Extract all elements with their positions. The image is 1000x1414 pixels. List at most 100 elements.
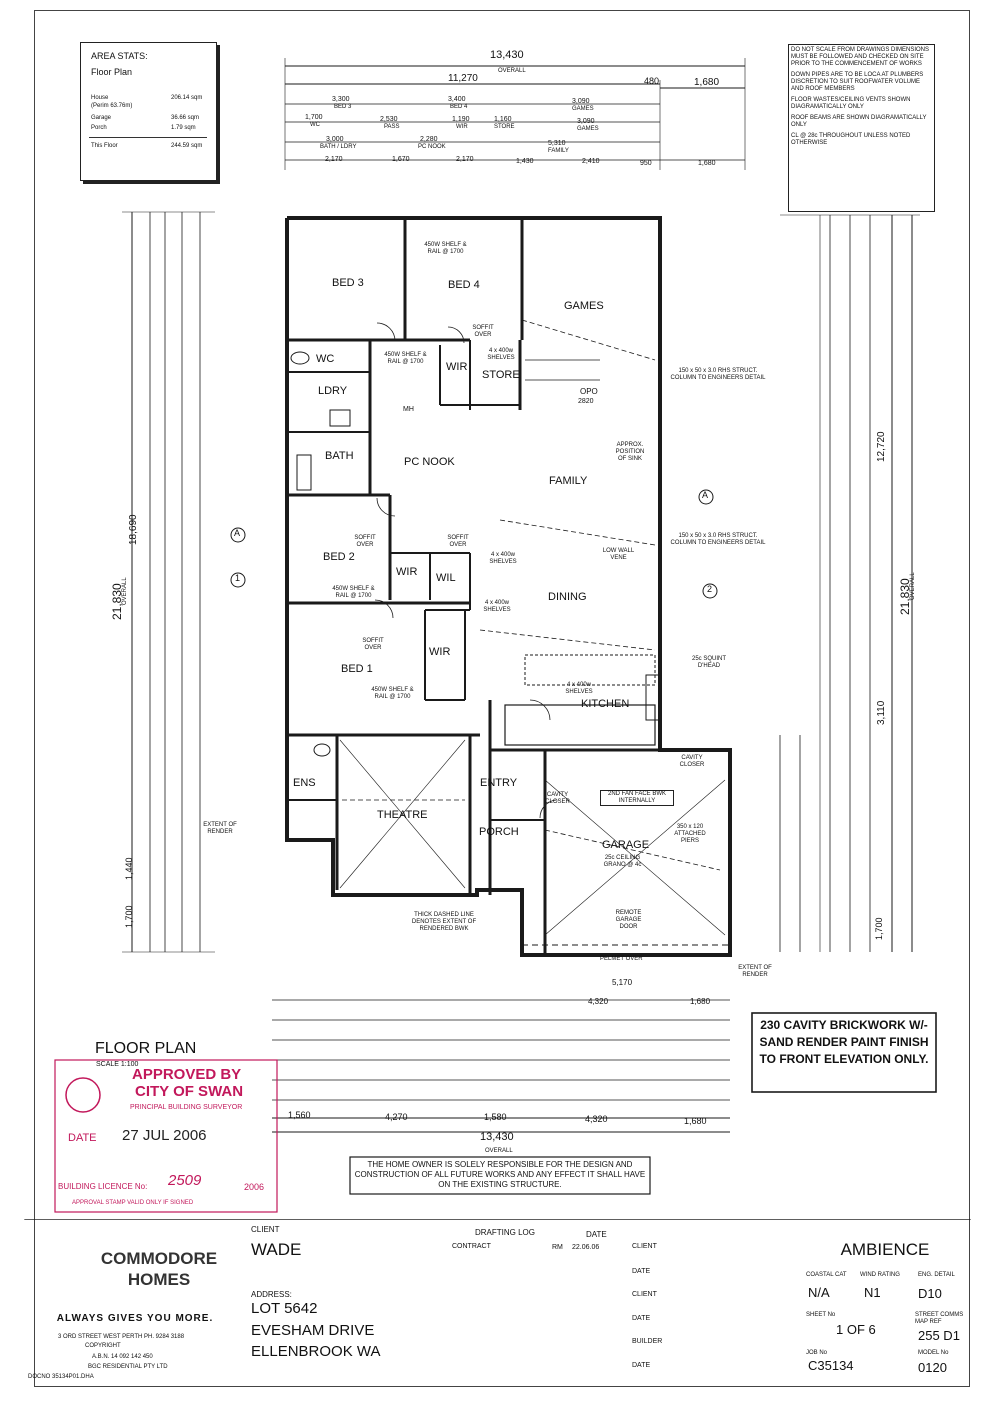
eng-value: D10 (918, 1286, 942, 1301)
section-marker-a: A (234, 528, 241, 538)
coastal-value: N/A (808, 1285, 830, 1300)
dim-sub: PASS (384, 124, 400, 130)
annotation: THICK DASHED LINE DENOTES EXTENT OF REND… (411, 912, 477, 932)
stamp-licence-year: 2006 (244, 1182, 265, 1192)
section-marker-1: 1 (235, 573, 241, 583)
sheet-border (34, 10, 970, 1387)
sheet-value: 1 OF 6 (836, 1322, 876, 1337)
notes-box: DO NOT SCALE FROM DRAWINGS DIMENSIONS MU… (788, 44, 935, 212)
dim-label: 2,410 (582, 158, 600, 165)
stat-label: Porch (91, 125, 107, 131)
stat-value: 244.59 sqm (171, 143, 203, 149)
dim-sub: BATH / LDRY (320, 144, 357, 150)
dim-sub: BED 3 (334, 104, 352, 110)
stamp-approved: APPROVED BY (132, 1066, 242, 1083)
note: CL @ 28c THROUGHOUT UNLESS NOTED OTHERWI… (791, 133, 911, 146)
room-games: GAMES (564, 300, 604, 312)
owner-note: THE HOME OWNER IS SOLELY RESPONSIBLE FOR… (354, 1160, 646, 1189)
company-name-line1: COMMODORE (100, 1249, 218, 1268)
dim-label: 3,000 (326, 136, 344, 143)
dim-label: 2,170 (456, 156, 474, 163)
dim-right-3110: 3,110 (876, 700, 887, 725)
stat-value: 36.66 sqm (171, 115, 200, 121)
model-label: MODEL No (918, 1350, 949, 1356)
room-bath: BATH (325, 450, 354, 462)
annotation: 450W SHELF & RAIL @ 1700 (424, 242, 467, 255)
stamp-validity: APPROVAL STAMP VALID ONLY IF SIGNED (72, 1200, 194, 1206)
dim-bottom-5170: 5,170 (612, 978, 633, 987)
dim-label: 3,090 (572, 98, 590, 105)
dim-label: 1,160 (494, 116, 512, 123)
dim-sub: PC NOOK (418, 144, 446, 150)
annotation: REMOTE GARAGE DOOR (615, 910, 642, 930)
dim-bottom-1560: 1,560 (288, 1110, 311, 1120)
log-label: DATE (632, 1268, 651, 1275)
room-kitchen: KITCHEN (581, 698, 630, 710)
dim-label: 2,530 (380, 116, 398, 123)
dim-label: 1,190 (452, 116, 470, 123)
address-line: EVESHAM DRIVE (251, 1322, 375, 1339)
annotation: 450W SHELF & RAIL @ 1700 (384, 352, 427, 365)
log-label: DATE (632, 1362, 651, 1369)
stamp-surveyor: PRINCIPAL BUILDING SURVEYOR (130, 1104, 243, 1111)
room-dining: DINING (548, 591, 587, 603)
area-stats-subtitle: Floor Plan (91, 67, 133, 77)
area-stats-title: AREA STATS: (91, 51, 148, 61)
annotation: SOFFIT OVER (472, 325, 494, 338)
drafting-log-header: DRAFTING LOG (475, 1228, 536, 1237)
stamp-licence-value: 2509 (168, 1172, 202, 1189)
client-label: CLIENT (251, 1225, 280, 1234)
log-label: BUILDER (632, 1338, 663, 1345)
dim-right-1700: 1,700 (874, 917, 884, 940)
eng-label: ENG. DETAIL (918, 1272, 955, 1278)
stat-label: Garage (91, 115, 112, 121)
stat-sub: (Perim 63.76m) (91, 103, 133, 109)
brickwork-note: 230 CAVITY BRICKWORK W/- SAND RENDER PAI… (759, 1018, 929, 1066)
annotation: EXTENT OF RENDER (203, 822, 237, 835)
room-bed1: BED 1 (341, 663, 373, 675)
stat-label: House (91, 95, 109, 101)
annotation: 4 x 400w SHELVES (489, 552, 517, 565)
stamp-date-value: 27 JUL 2006 (122, 1127, 207, 1144)
dim-label: 1,670 (392, 156, 410, 163)
note: ROOF BEAMS ARE SHOWN DIAGRAMATICALLY ONL… (791, 115, 927, 128)
section-marker-a: A (702, 490, 709, 500)
company-bgc: BGC RESIDENTIAL PTY LTD (88, 1364, 168, 1370)
room-mh: MH (403, 406, 414, 413)
design-name: AMBIENCE (840, 1240, 930, 1259)
document-number: DOCNO 35134P01.DHA (28, 1374, 94, 1380)
dim-right-overall-sub: OVERALL (910, 572, 916, 600)
stamp-city: CITY OF SWAN (135, 1083, 244, 1100)
annotation: 150 x 50 x 3.0 RHS STRUCT. COLUMN TO ENG… (670, 533, 766, 546)
dim-label: 1,680 (698, 160, 716, 167)
annotation: 350 x 120 ATTACHED PIERS (674, 824, 706, 844)
annotation: SOFFIT OVER (354, 535, 376, 548)
sheet-label: SHEET No (806, 1312, 836, 1318)
stat-label: This Floor (91, 143, 118, 149)
contract-label: CONTRACT (452, 1243, 491, 1250)
log-label: DATE (632, 1315, 651, 1322)
dim-left-1440: 1,440 (124, 857, 134, 880)
wind-value: N1 (864, 1285, 881, 1300)
dim-bottom-1680b: 1,680 (690, 997, 711, 1006)
room-theatre: THEATRE (377, 809, 428, 821)
company-tagline: ALWAYS GIVES YOU MORE. (56, 1313, 214, 1324)
annotation: CAVITY CLOSER (545, 792, 570, 805)
dim-left-overall-sub: OVERALL (122, 577, 128, 605)
dim-label: 3,090 (577, 118, 595, 125)
company-abn: A.B.N. 14 092 142 450 (92, 1354, 153, 1360)
annotation: PELMET OVER (600, 956, 643, 962)
dim-sub: WIR (456, 124, 468, 130)
section-marker-2: 2 (707, 584, 713, 594)
annotation: SOFFIT OVER (362, 638, 384, 651)
dim-label: 5,310 (548, 140, 566, 147)
annotation: 25c SQUINT D'HEAD (691, 656, 726, 669)
room-wil: WIL (436, 572, 456, 584)
annotation: 4 x 400w SHELVES (565, 682, 593, 695)
dim-left-18690: 18,690 (128, 514, 139, 545)
annotation: 25c CEILING GRANO @ 4c (603, 855, 642, 868)
room-wir2: WIR (396, 566, 418, 578)
stat-value: 206.14 sqm (171, 95, 203, 101)
note: FLOOR WASTES/CEILING VENTS SHOWN DIAGRAM… (791, 97, 911, 110)
dim-label: 950 (640, 160, 652, 167)
